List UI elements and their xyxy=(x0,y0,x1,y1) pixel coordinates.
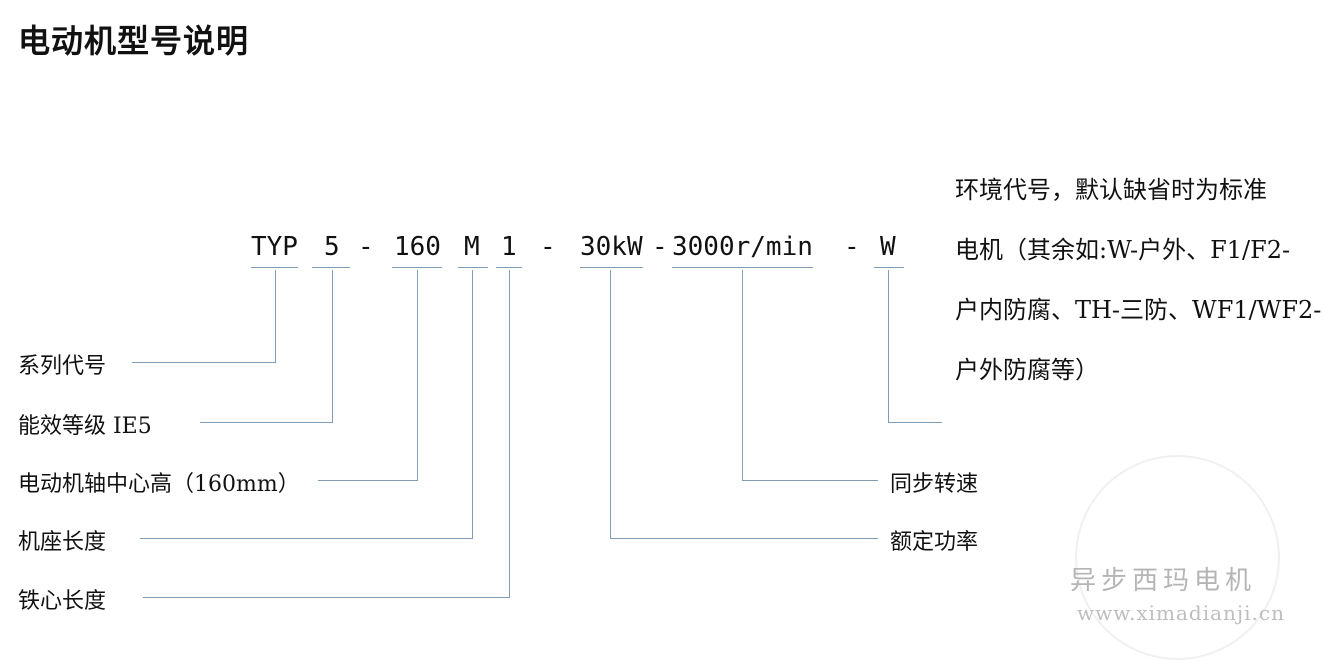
model-token-efficiency: 5 xyxy=(324,232,340,262)
field-underline-frame-length xyxy=(458,267,488,268)
env-code-note-line: 户内防腐、TH-三防、WF1/WF2- xyxy=(955,296,1322,324)
watermark-stamp-circle xyxy=(1075,455,1280,660)
leader-core-length-vertical xyxy=(509,270,510,598)
label-frame-length: 机座长度 xyxy=(18,530,107,555)
leader-frame-length-horizontal xyxy=(140,538,472,539)
leader-series-horizontal xyxy=(132,362,275,363)
model-token-separator-2: - xyxy=(540,232,556,262)
label-core-length: 铁心长度 xyxy=(18,589,107,614)
leader-sync-speed-horizontal xyxy=(742,480,878,481)
watermark-url-text: www.ximadianji.cn xyxy=(1077,601,1285,625)
model-token-core-length: 1 xyxy=(501,232,517,262)
label-efficiency: 能效等级 IE5 xyxy=(18,414,152,439)
model-token-separator-4: - xyxy=(844,232,860,262)
leader-series-vertical xyxy=(275,270,276,363)
field-underline-env-code xyxy=(874,267,904,268)
leader-rated-power-vertical xyxy=(610,270,611,539)
env-code-note-line: 电机（其余如:W-户外、F1/F2- xyxy=(955,236,1291,264)
leader-efficiency-horizontal xyxy=(200,422,332,423)
label-series-code: 系列代号 xyxy=(18,354,107,379)
field-underline-series xyxy=(251,267,298,268)
field-underline-core-length xyxy=(496,267,522,268)
field-underline-efficiency xyxy=(312,267,350,268)
model-token-frame-size: 160 xyxy=(394,232,441,262)
leader-core-length-horizontal xyxy=(143,597,509,598)
leader-rated-power-horizontal xyxy=(610,538,878,539)
label-shaft-height: 电动机轴中心高（160mm） xyxy=(18,472,300,497)
leader-efficiency-vertical xyxy=(332,270,333,423)
model-token-rated-power: 30kW xyxy=(580,232,643,262)
model-token-sync-speed: 3000r/min xyxy=(672,232,813,262)
field-underline-rated-power xyxy=(580,267,643,268)
leader-env-code-vertical xyxy=(888,270,889,423)
env-code-note: 环境代号，默认缺省时为标准 电机（其余如:W-户外、F1/F2- 户内防腐、TH… xyxy=(955,160,1322,400)
page-title: 电动机型号说明 xyxy=(18,22,250,60)
model-token-frame-length: M xyxy=(464,232,480,262)
leader-env-code-horizontal xyxy=(888,422,942,423)
leader-shaft-height-horizontal xyxy=(318,480,417,481)
watermark-brand-text: 异步西玛电机 xyxy=(1070,566,1257,596)
label-sync-speed: 同步转速 xyxy=(890,472,979,497)
model-token-separator-1: - xyxy=(358,232,374,262)
model-token-env-code: W xyxy=(880,232,896,262)
env-code-note-line: 户外防腐等） xyxy=(955,356,1099,384)
model-token-series-code: TYP xyxy=(251,232,298,262)
leader-sync-speed-vertical xyxy=(742,270,743,481)
leader-frame-length-vertical xyxy=(472,270,473,539)
leader-shaft-height-vertical xyxy=(417,270,418,481)
field-underline-sync-speed xyxy=(672,267,813,268)
label-rated-power: 额定功率 xyxy=(890,530,979,555)
field-underline-frame-size xyxy=(392,267,442,268)
model-token-separator-3: - xyxy=(652,232,668,262)
env-code-note-line: 环境代号，默认缺省时为标准 xyxy=(955,176,1267,204)
